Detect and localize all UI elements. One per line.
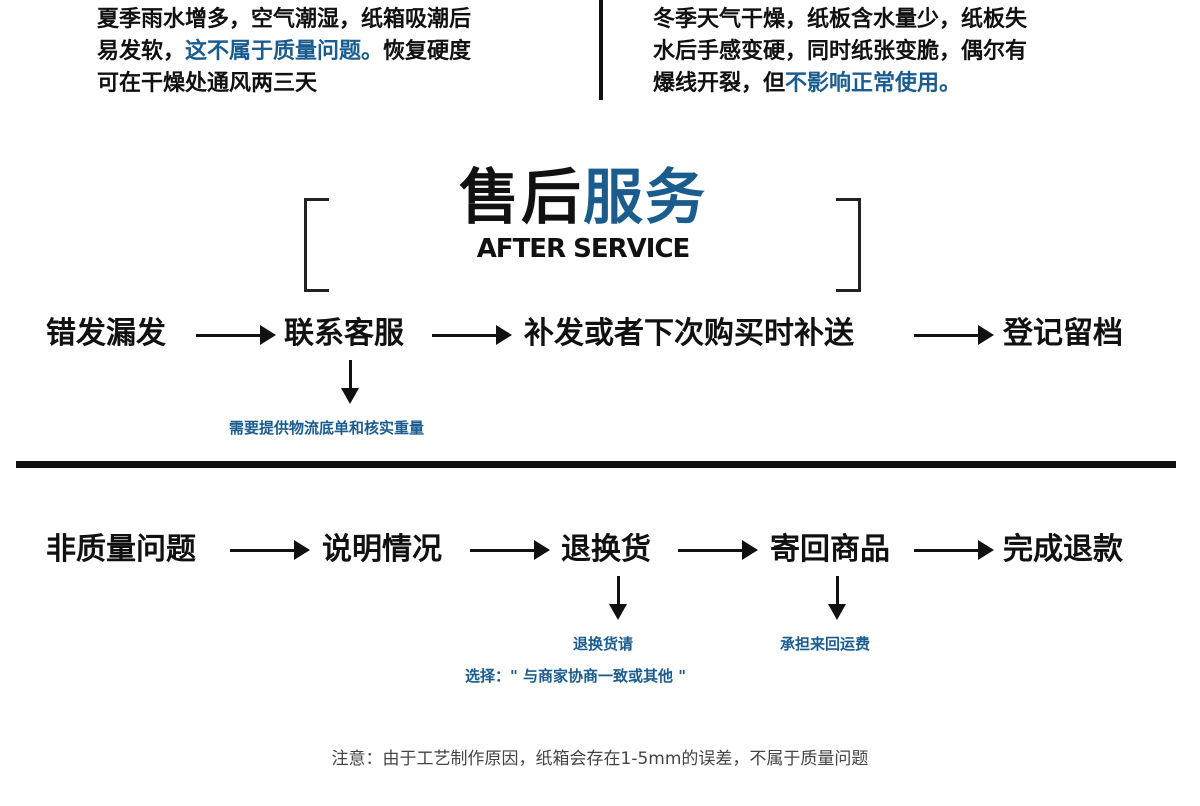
section-title-text: 售后服务 — [330, 160, 836, 236]
title-bracket-left — [304, 198, 329, 292]
note-winter: 冬季天气干燥，纸板含水量少，纸板失 水后手感变硬，同时纸张变脆，偶尔有 爆线开裂… — [653, 4, 1027, 100]
flow2-arrow-4 — [914, 540, 994, 560]
title-bracket-right — [836, 198, 861, 292]
flow1-step-register: 登记留档 — [1003, 316, 1123, 351]
note-summer-line2-text: 易发软， — [97, 39, 186, 64]
flow2-arrow-down-return — [609, 576, 627, 620]
flow2-arrow-down-shipping — [828, 576, 846, 620]
title-blue: 服务 — [583, 163, 707, 233]
flow2-note-return-line1: 退换货请 — [573, 635, 634, 653]
note-summer-line2-tail: 恢复硬度 — [383, 39, 472, 64]
flow1-note: 需要提供物流底单和核实重量 — [229, 419, 425, 437]
flow1-arrow-3 — [914, 325, 994, 345]
note-summer-line1: 夏季雨水增多，空气潮湿，纸箱吸潮后 — [97, 7, 472, 32]
footer-note: 注意：由于工艺制作原因，纸箱会存在1-5mm的误差，不属于质量问题 — [331, 749, 869, 769]
flow1-step-contact-service: 联系客服 — [284, 316, 404, 351]
note-summer: 夏季雨水增多，空气潮湿，纸箱吸潮后 易发软，这不属于质量问题。恢复硬度 可在干燥… — [97, 4, 471, 100]
flow2-note-shipping: 承担来回运费 — [780, 635, 871, 653]
section-subtitle: AFTER SERVICE — [476, 234, 691, 264]
flow2-arrow-3 — [678, 540, 758, 560]
note-winter-highlight: 不影响正常使用。 — [785, 71, 962, 96]
note-summer-line3: 可在干燥处通风两三天 — [97, 71, 318, 96]
flow2-step-return: 退换货 — [561, 532, 651, 567]
note-winter-line3-text: 爆线开裂，但 — [653, 71, 786, 96]
flow2-step-refund: 完成退款 — [1003, 532, 1123, 567]
title-dark: 售后 — [459, 163, 583, 233]
note-summer-highlight: 这不属于质量问题。 — [185, 39, 384, 64]
flow1-step-reissue: 补发或者下次购买时补送 — [524, 316, 854, 351]
flow1-arrow-down — [341, 360, 359, 404]
note-winter-line3: 爆线开裂，但不影响正常使用。 — [653, 68, 1027, 100]
flow2-step-send-back: 寄回商品 — [770, 532, 890, 567]
horizontal-divider — [16, 461, 1176, 468]
flow1-arrow-2 — [432, 325, 512, 345]
flow1-step-wrong-missing: 错发漏发 — [46, 316, 166, 351]
note-winter-line1: 冬季天气干燥，纸板含水量少，纸板失 — [653, 7, 1028, 32]
flow2-note-return-line2: 选择：" 与商家协商一致或其他 " — [465, 667, 687, 685]
flow2-arrow-2 — [470, 540, 550, 560]
flow2-step-non-quality: 非质量问题 — [46, 532, 196, 567]
note-summer-line2: 易发软，这不属于质量问题。恢复硬度 — [97, 36, 471, 68]
note-winter-line2: 水后手感变硬，同时纸张变脆，偶尔有 — [653, 39, 1028, 64]
flow2-arrow-1 — [230, 540, 310, 560]
section-title: 售后服务 AFTER SERVICE — [330, 160, 836, 264]
vertical-divider — [599, 0, 603, 100]
flow1-arrow-1 — [196, 325, 276, 345]
flow2-step-explain: 说明情况 — [322, 532, 442, 567]
